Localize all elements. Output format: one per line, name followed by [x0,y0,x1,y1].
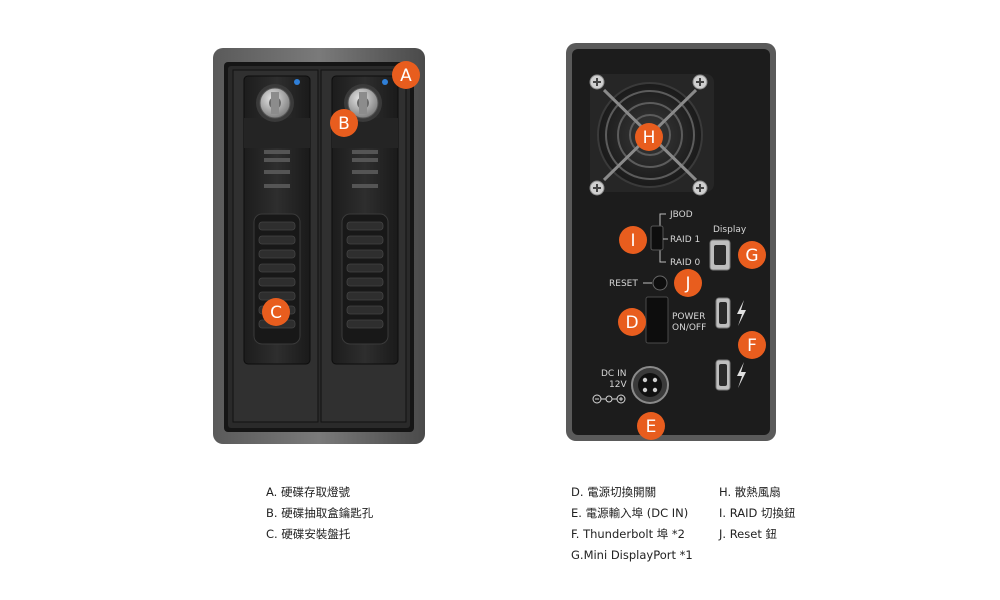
svg-text:I: I [630,231,635,251]
power-switch[interactable] [645,296,669,344]
legend-item-e: E. 電源輸入埠 (DC IN) [571,506,689,520]
legend-item-b: B. 硬碟抽取盒鑰匙孔 [266,506,374,520]
back-view: H JBOD RAID 1 RAID 0 I Display G RESET [566,43,776,441]
switch-label-raid0: RAID 0 [670,258,700,268]
legend-column-back-2: H. 散熱風扇 I. RAID 切換鈕 J. Reset 鈕 [719,482,796,545]
drive-bay-right [320,69,407,423]
thunderbolt-port-2[interactable] [715,359,731,391]
callout-e: E [637,412,665,440]
legend-item-i: I. RAID 切換鈕 [719,506,796,520]
svg-text:J: J [684,274,690,294]
svg-text:D: D [625,313,638,333]
callout-g: G [738,241,766,269]
callout-h: H [635,123,663,151]
callout-j: J [674,269,702,297]
drive-activity-led-right [382,79,388,85]
svg-text:A: A [400,66,412,86]
callout-c: C [262,298,290,326]
legend-item-d: D. 電源切換開關 [571,485,657,499]
reset-button[interactable] [652,275,668,291]
display-port-label: Display [713,225,747,235]
svg-text:C: C [270,303,282,323]
thunderbolt-icon [737,362,746,388]
svg-text:F: F [747,336,757,356]
switch-label-raid1: RAID 1 [670,235,700,245]
dc-in-port[interactable] [631,366,669,404]
legend-item-a: A. 硬碟存取燈號 [266,485,350,499]
drive-activity-led-left [294,79,300,85]
legend-item-c: C. 硬碟安裝盤托 [266,527,351,541]
dcin-label-line1: DC IN [601,369,626,379]
svg-text:B: B [338,114,350,134]
legend-item-g: G.Mini DisplayPort *1 [571,548,693,562]
legend-column-back-1: D. 電源切換開關 E. 電源輸入埠 (DC IN) F. Thunderbol… [571,482,693,566]
svg-text:E: E [646,417,657,437]
drive-bay-left [232,69,319,423]
legend-column-front: A. 硬碟存取燈號 B. 硬碟抽取盒鑰匙孔 C. 硬碟安裝盤托 [266,482,373,545]
callout-f: F [738,331,766,359]
power-label-line1: POWER [672,312,705,322]
mini-displayport[interactable] [709,239,731,271]
svg-text:H: H [643,128,656,148]
svg-text:G: G [745,246,758,266]
callout-b: B [330,109,358,137]
legend-item-j: J. Reset 鈕 [719,527,777,541]
thunderbolt-port-1[interactable] [715,297,731,329]
switch-label-jbod: JBOD [669,210,693,220]
dcin-label-line2: 12V [609,380,627,390]
raid-switch[interactable] [650,213,668,263]
callout-a: A [392,61,420,89]
power-label-line2: ON/OFF [672,323,706,333]
polarity-icon [592,394,626,404]
front-view: A B C [213,48,425,444]
thunderbolt-icon [737,300,746,326]
reset-label: RESET [609,279,638,289]
legend-item-h: H. 散熱風扇 [719,485,781,499]
callout-i: I [619,226,647,254]
legend-item-f: F. Thunderbolt 埠 *2 [571,527,685,541]
callout-d: D [618,308,646,336]
